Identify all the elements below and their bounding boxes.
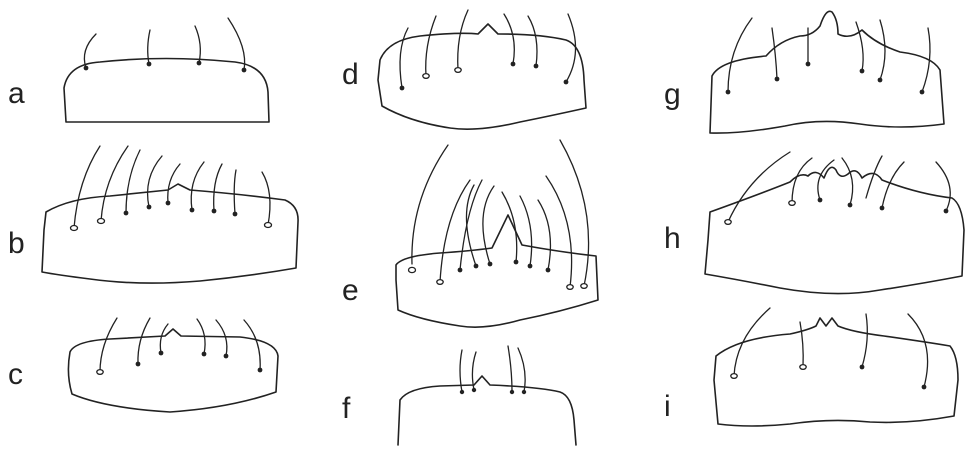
plate-outline-e (395, 214, 599, 328)
sockets-g (725, 61, 925, 95)
plate-outline-h (704, 166, 965, 295)
panel-label-d: d (342, 58, 359, 91)
panel-label-i: i (664, 390, 671, 423)
setae-d (399, 9, 577, 89)
panel-b: b (8, 145, 299, 284)
sockets-c (96, 350, 263, 376)
plate-outline-a (63, 57, 270, 123)
sockets-d (399, 61, 569, 91)
panel-label-f: f (342, 392, 351, 425)
setae-f (459, 345, 526, 393)
panel-label-h: h (664, 222, 681, 255)
sockets-a (83, 60, 247, 73)
panel-i: i (664, 307, 959, 427)
setae-e (411, 139, 590, 288)
panel-label-c: c (8, 358, 23, 391)
setae-i (733, 307, 929, 388)
panel-e: e (342, 139, 599, 328)
setae-h (727, 151, 951, 223)
plate-outline-b (41, 183, 299, 284)
sockets-h (724, 197, 949, 226)
panel-c: c (8, 317, 279, 413)
panel-label-e: e (342, 274, 359, 307)
panel-g: g (664, 10, 945, 134)
panel-label-b: b (8, 227, 25, 260)
plate-outline-i (713, 317, 959, 427)
sockets-e (407, 259, 588, 291)
sockets-f (459, 387, 527, 395)
panel-d: d (342, 9, 587, 130)
panel-a: a (8, 17, 270, 123)
plate-outline-f (397, 375, 577, 446)
setae-g (727, 17, 931, 93)
setae-b (73, 145, 271, 229)
panel-label-g: g (664, 78, 681, 111)
sockets-b (69, 200, 273, 232)
plate-outline-g (709, 10, 945, 134)
sockets-i (730, 363, 927, 390)
panel-h: h (664, 151, 965, 295)
panel-f: f (342, 345, 577, 446)
setae-a (83, 17, 246, 71)
plate-outline-c (67, 328, 279, 413)
panel-label-a: a (8, 77, 25, 110)
setae-c (99, 317, 261, 373)
plate-outline-d (377, 23, 587, 130)
